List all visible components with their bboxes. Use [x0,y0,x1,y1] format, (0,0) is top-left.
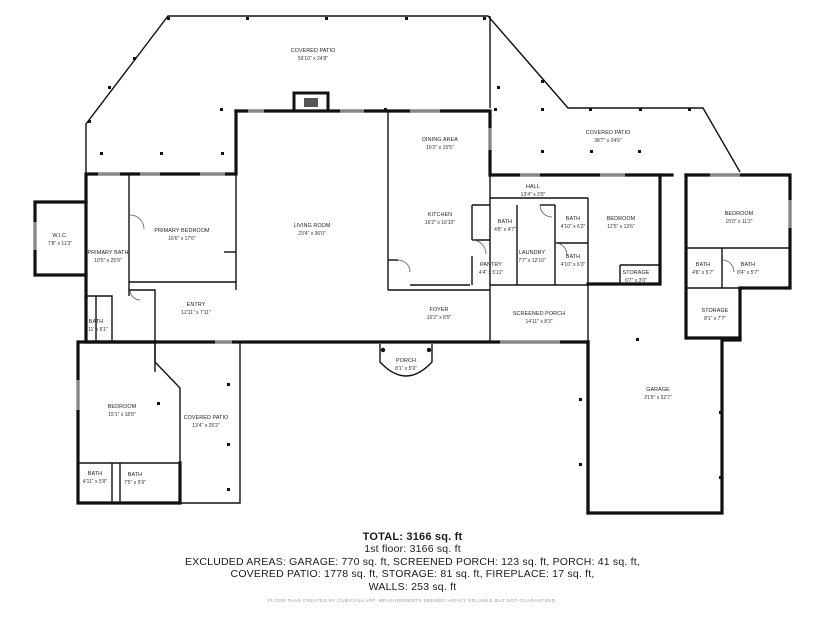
interior-walls [78,111,790,503]
room-dims-bath-bottom2: 7'5" x 5'9" [124,480,146,486]
room-dims-pantry: 4'4" x 5'11" [479,270,503,276]
room-label-wic: W.I.C. [52,233,67,239]
exterior-walls [33,109,792,515]
room-label-living-room: LIVING ROOM [293,223,330,229]
room-dims-storage-mid: 6'7" x 3'0" [625,278,647,284]
room-label-bath-bottom1: BATH [88,471,102,477]
room-dims-laundry: 7'7" x 12'10" [518,258,546,264]
room-label-storage-right: STORAGE [702,308,729,314]
room-dims-living-room: 23'4" x 36'0" [298,231,326,237]
room-label-covered-patio-top: COVERED PATIO [291,48,336,54]
room-dims-primary-bedroom: 16'6" x 17'6" [168,236,196,242]
room-label-primary-bath: PRIMARY BATH [87,250,128,256]
room-label-kitchen: KITCHEN [428,212,452,218]
room-dims-covered-patio-right: 38'7" x 24'6" [594,138,622,144]
room-dims-bath-bottom1: 4'11" x 5'9" [83,479,107,485]
room-dims-hall: 13'4" x 3'9" [521,192,546,198]
room-dims-covered-patio-lower: 13'4" x 25'2" [192,423,220,429]
room-dims-bath-hall: 4'8" x 4'7" [494,227,516,233]
walls-area: WALLS: 253 sq. ft [368,580,457,593]
room-label-bath-mid2: BATH [566,254,580,260]
room-label-covered-patio-right: COVERED PATIO [586,130,631,136]
room-dims-porch: 8'1" x 5'9" [395,366,417,372]
disclaimer-text: FLOOR PLAN CREATED BY CUBICASA APP. MEAS… [267,598,558,603]
room-dims-wic: 7'8" x 11'2" [48,241,72,247]
room-label-screened-porch: SCREENED PORCH [513,311,565,317]
door-swings [129,204,735,301]
room-dims-garage: 21'9" x 52'7" [644,395,672,401]
room-dims-entry: 12'11" x 7'11" [181,310,211,316]
room-dims-kitchen: 16'2" x 16'10" [425,220,455,226]
room-label-porch: PORCH [396,358,416,364]
floor-plan: COVERED PATIO 59'10" x 24'8" COVERED PAT… [33,15,792,515]
room-label-storage-mid: STORAGE [623,270,650,276]
room-dims-bedroom-left: 15'1" x 18'8" [108,412,136,418]
room-label-bedroom-mid: BEDROOM [607,216,636,222]
room-label-covered-patio-lower: COVERED PATIO [184,415,229,421]
room-dims-bath-right2: 8'4" x 5'7" [737,270,759,276]
room-label-pantry: PANTRY [480,262,502,268]
room-dims-bedroom-right: 15'0" x 11'2" [725,219,752,225]
room-label-laundry: LAUNDRY [519,250,546,256]
room-label-bedroom-right: BEDROOM [725,211,754,217]
excluded-areas-line-2: COVERED PATIO: 1778 sq. ft, STORAGE: 81 … [230,568,595,581]
covered-patio-outline [85,15,741,504]
windows [33,109,792,410]
room-label-dining-area: DINING AREA [422,137,458,143]
excluded-areas-line-1: EXCLUDED AREAS: GARAGE: 770 sq. ft, SCRE… [184,555,640,568]
room-dims-bath-mid2: 4'10" x 6'3" [561,262,586,268]
room-dims-primary-bath: 10'5" x 25'9" [94,258,122,264]
room-label-entry: ENTRY [187,302,206,308]
room-dims-screened-porch: 14'11" x 8'3" [525,319,552,325]
total-area: TOTAL: 3166 sq. ft [362,531,463,543]
room-labels: COVERED PATIO 59'10" x 24'8" COVERED PAT… [48,48,759,486]
room-label-bath-hall: BATH [498,219,512,225]
room-label-bath-mid: BATH [566,216,580,222]
room-label-bedroom-left: BEDROOM [108,404,137,410]
room-label-primary-bedroom: PRIMARY BEDROOM [154,228,210,234]
area-summary: TOTAL: 3166 sq. ft 1st floor: 3166 sq. f… [0,531,825,593]
room-label-garage: GARAGE [646,387,670,393]
floor-area: 1st floor: 3166 sq. ft [364,543,461,556]
room-label-bath-small-left: BATH [89,319,103,325]
room-label-bath-right2: BATH [741,262,755,268]
room-dims-bath-mid: 4'10" x 6'2" [561,224,586,230]
room-label-hall: HALL [526,184,540,190]
room-label-bath-right1: BATH [696,262,710,268]
room-dims-bedroom-mid: 12'5" x 13'6" [607,224,635,230]
porch-outline [379,344,433,377]
room-label-foyer: FOYER [429,307,448,313]
room-dims-storage-right: 8'1" x 7'7" [704,316,726,322]
room-dims-covered-patio-top: 59'10" x 24'8" [298,56,328,62]
fireplace [292,91,330,113]
room-label-bath-bottom2: BATH [128,472,142,478]
room-dims-dining-area: 16'2" x 15'5" [426,145,454,151]
room-dims-bath-right1: 4'8" x 5'7" [692,270,714,276]
room-dims-foyer: 16'2" x 8'5" [427,315,452,321]
room-dims-bath-small-left: 11' x 6'1" [88,327,108,333]
